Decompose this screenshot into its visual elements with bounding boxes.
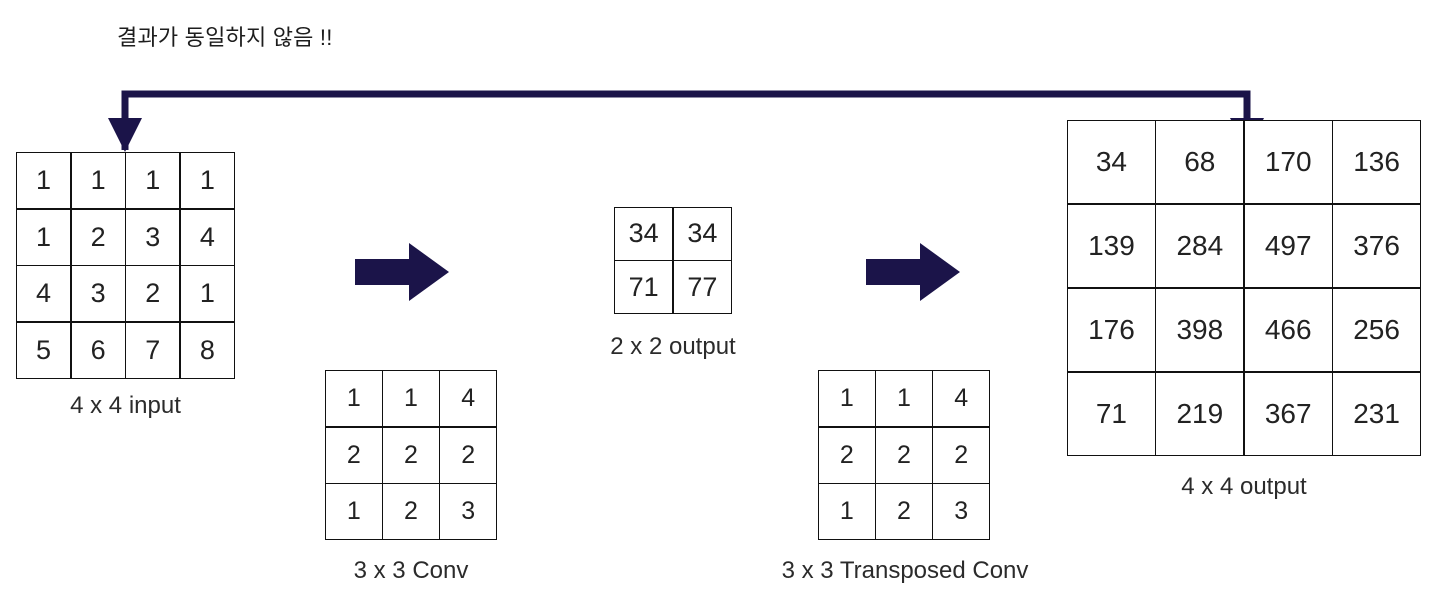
matrix-cell: 7 — [126, 322, 180, 378]
output-matrix-caption: 4 x 4 output — [1181, 473, 1307, 500]
matrix-cell: 5 — [17, 322, 71, 378]
matrix-cell: 376 — [1333, 204, 1420, 288]
matrix-cell: 1 — [180, 153, 234, 209]
matrix-cell: 136 — [1333, 121, 1420, 204]
matrix-cell: 2 — [383, 427, 439, 483]
matrix-cell: 2 — [71, 209, 125, 265]
matrix-cell: 2 — [383, 484, 439, 539]
matrix-cell: 1 — [819, 484, 875, 539]
matrix-cell: 256 — [1333, 288, 1420, 372]
conv-kernel-caption: 3 x 3 Conv — [353, 557, 469, 584]
matrix-cell: 466 — [1244, 288, 1332, 372]
matrix-cell: 1 — [17, 209, 71, 265]
matrix-cell: 34 — [1068, 121, 1155, 204]
intermediate-output-matrix: 34 34 71 77 — [614, 207, 732, 314]
matrix-cell: 398 — [1156, 288, 1244, 372]
matrix-cell: 176 — [1068, 288, 1155, 372]
input-matrix: 1 1 1 1 1 2 3 4 4 3 2 1 5 6 7 8 — [16, 152, 235, 379]
matrix-cell: 2 — [326, 427, 382, 483]
matrix-cell: 34 — [615, 208, 673, 260]
matrix-cell: 4 — [17, 266, 71, 322]
matrix-cell: 2 — [876, 427, 932, 483]
transposed-conv-kernel-caption: 3 x 3 Transposed Conv — [781, 557, 1029, 584]
matrix-cell: 8 — [180, 322, 234, 378]
annotation-text: 결과가 동일하지 않음 !! — [117, 25, 333, 50]
matrix-cell: 4 — [933, 371, 989, 426]
matrix-cell: 1 — [17, 153, 71, 209]
right-arrow-icon-conv — [355, 243, 449, 301]
matrix-cell: 68 — [1156, 121, 1244, 204]
matrix-cell: 3 — [71, 266, 125, 322]
matrix-cell: 34 — [673, 208, 731, 260]
matrix-cell: 71 — [1068, 372, 1155, 455]
transposed-conv-kernel-matrix: 1 1 4 2 2 2 1 2 3 — [818, 370, 990, 540]
matrix-cell: 6 — [71, 322, 125, 378]
matrix-cell: 3 — [933, 484, 989, 539]
matrix-cell: 2 — [876, 484, 932, 539]
matrix-cell: 497 — [1244, 204, 1332, 288]
matrix-cell: 219 — [1156, 372, 1244, 455]
matrix-cell: 3 — [440, 484, 496, 539]
matrix-cell: 77 — [673, 261, 731, 313]
output-matrix: 34 68 170 136 139 284 497 376 176 398 46… — [1067, 120, 1421, 456]
matrix-cell: 1 — [876, 371, 932, 426]
matrix-cell: 1 — [180, 266, 234, 322]
matrix-cell: 170 — [1244, 121, 1332, 204]
matrix-cell: 1 — [326, 484, 382, 539]
matrix-cell: 71 — [615, 261, 673, 313]
matrix-cell: 2 — [819, 427, 875, 483]
matrix-cell: 4 — [440, 371, 496, 426]
matrix-cell: 1 — [819, 371, 875, 426]
matrix-cell: 4 — [180, 209, 234, 265]
matrix-cell: 1 — [126, 153, 180, 209]
conv-kernel-matrix: 1 1 4 2 2 2 1 2 3 — [325, 370, 497, 540]
matrix-cell: 2 — [126, 266, 180, 322]
matrix-cell: 231 — [1333, 372, 1420, 455]
right-arrow-icon-transposed-conv — [866, 243, 960, 301]
matrix-cell: 367 — [1244, 372, 1332, 455]
input-matrix-caption: 4 x 4 input — [70, 392, 181, 419]
matrix-cell: 1 — [383, 371, 439, 426]
matrix-cell: 1 — [71, 153, 125, 209]
matrix-cell: 284 — [1156, 204, 1244, 288]
matrix-cell: 1 — [326, 371, 382, 426]
matrix-cell: 2 — [933, 427, 989, 483]
matrix-cell: 3 — [126, 209, 180, 265]
connector-arrowhead-left — [108, 118, 142, 152]
matrix-cell: 2 — [440, 427, 496, 483]
intermediate-output-caption: 2 x 2 output — [610, 333, 736, 360]
matrix-cell: 139 — [1068, 204, 1155, 288]
